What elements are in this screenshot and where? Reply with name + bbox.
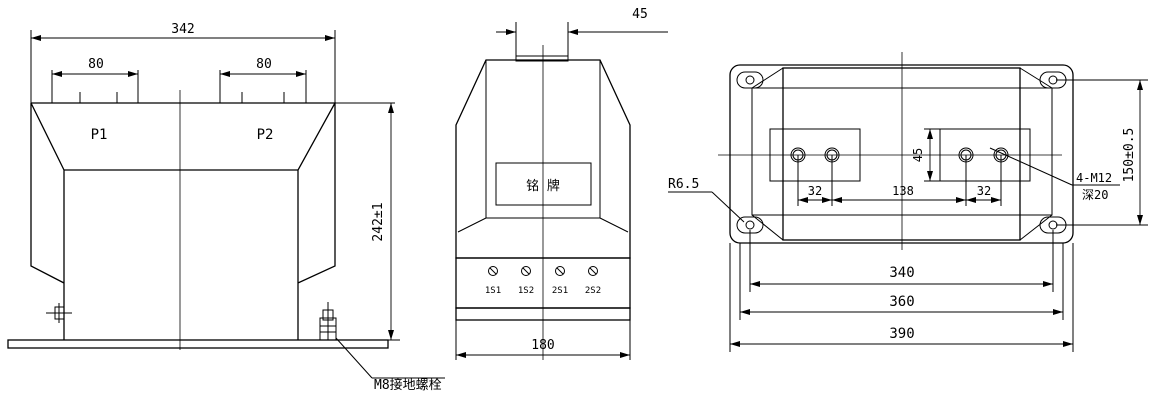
dim-80-left-label: 80 — [88, 57, 104, 72]
dim-80-right-label: 80 — [256, 57, 272, 72]
terminal-label-p2: P2 — [257, 127, 274, 143]
bolt-depth-label: 深20 — [1082, 188, 1108, 202]
ground-bolt — [319, 302, 337, 341]
secondary-terminal-1s2: 1S2 — [518, 266, 534, 296]
dim-138-label: 138 — [892, 184, 914, 198]
svg-text:2S2: 2S2 — [585, 286, 601, 296]
terminal-label-p1: P1 — [91, 127, 108, 143]
dim-32-right-label: 32 — [977, 184, 991, 198]
corner-radius-label: R6.5 — [668, 177, 699, 192]
dim-150-label: 150±0.5 — [1122, 128, 1137, 183]
side-view: 45 铭 牌 1S1 1S2 2S1 — [455, 7, 668, 360]
svg-text:1S1: 1S1 — [485, 286, 501, 296]
mounting-slot-tl — [736, 71, 764, 89]
front-body-outline — [30, 102, 337, 340]
left-side-bolt — [46, 303, 72, 323]
dim-pad-height-label: 45 — [911, 148, 925, 162]
secondary-terminal-1s1: 1S1 — [485, 266, 501, 296]
bolt-spec-label: 4-M12 — [1076, 171, 1112, 185]
dim-340-label: 340 — [889, 265, 914, 281]
dim-height-label: 242±1 — [371, 202, 386, 241]
base-plate — [7, 339, 389, 349]
dim-342-label: 342 — [171, 22, 194, 37]
ground-bolt-note: M8接地螺栓 — [374, 377, 442, 393]
secondary-terminal-2s1: 2S1 — [552, 266, 568, 296]
nameplate — [495, 162, 592, 206]
dim-32-left-label: 32 — [808, 184, 822, 198]
top-base-outline — [729, 64, 1074, 244]
top-view: 45 32 138 32 4-M12 深20 R6.5 150±0.5 — [668, 52, 1148, 352]
dim-45-label: 45 — [632, 7, 648, 22]
dim-180-label: 180 — [531, 338, 554, 353]
secondary-terminal-2s2: 2S2 — [585, 266, 601, 296]
dim-390-label: 390 — [889, 326, 914, 342]
front-view: 342 80 80 P1 P2 242±1 — [7, 22, 445, 393]
dim-360-label: 360 — [889, 294, 914, 310]
svg-text:1S2: 1S2 — [518, 286, 534, 296]
svg-text:2S1: 2S1 — [552, 286, 568, 296]
